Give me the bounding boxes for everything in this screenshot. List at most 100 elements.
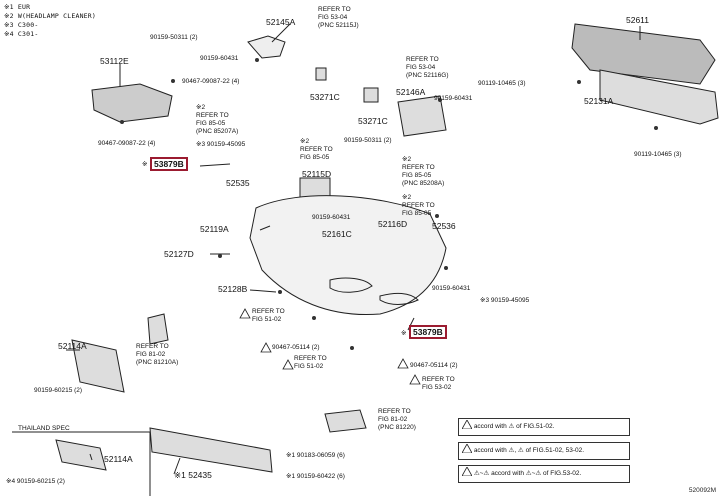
part-label-52435: ※1 52435 xyxy=(174,470,212,480)
leader-line xyxy=(249,289,277,293)
caution-note-row-2: accord with ⚠, ⚠ of FIG.51-02, 53-02. xyxy=(458,442,630,460)
caution-note-text-1: accord with ⚠ of FIG.51-02. xyxy=(473,423,555,430)
highlighted-part-53879B-a[interactable]: 53879B xyxy=(150,157,188,171)
refer-fig-81-02-b: REFER TO FIG 81-02 (PNC 81220) xyxy=(378,408,416,431)
leader-line xyxy=(89,453,93,461)
legend-note-3: ※3 C300- xyxy=(4,21,39,29)
part-label-52161C: 52161C xyxy=(322,229,352,239)
part-label-90119-10465-b: 90119-10465 (3) xyxy=(634,151,682,158)
bumper-fog-opening-right xyxy=(379,292,419,305)
part-label-90467-09087-22-a: 90467-09087-22 (4) xyxy=(182,78,240,85)
thailand-spec-heading: THAILAND SPEC xyxy=(18,425,70,432)
bolt xyxy=(435,214,439,218)
part-label-90159-45095-b: ※3 90159-45095 xyxy=(480,297,530,304)
part-label-90159-60215-b: ※4 90159-60215 (2) xyxy=(6,478,65,485)
part-label-90467-05114-a: 90467-05114 (2) xyxy=(272,344,320,351)
part-label-90159-60215-a: 90159-60215 (2) xyxy=(34,387,83,394)
part-label-90159-50311-b: 90159-50311 (2) xyxy=(344,137,392,144)
caution-triangle xyxy=(239,308,251,319)
bolt xyxy=(654,126,658,130)
part-label-52114A-b: 52114A xyxy=(104,454,133,464)
part-label-53271C-b: 53271C xyxy=(358,116,388,126)
figure-id: 520092M xyxy=(688,487,716,494)
leader-line xyxy=(199,163,231,167)
bolt xyxy=(278,290,282,294)
part-label-52131A: 52131A xyxy=(584,96,614,106)
caution-icon xyxy=(462,444,472,453)
caution-note-row-3: ⚠~⚠ accord with ⚠~⚠ of FIG.53-02. xyxy=(458,465,630,483)
part-label-52611: 52611 xyxy=(626,15,650,25)
bolt xyxy=(444,266,448,270)
mudguard-81210A xyxy=(147,313,169,345)
leader-line xyxy=(259,225,271,231)
part-label-90159-60431-d: 90159-60431 xyxy=(432,285,471,292)
under-cover-53112E xyxy=(91,83,173,123)
bolt xyxy=(120,120,124,124)
bolt xyxy=(438,98,442,102)
caution-icon xyxy=(462,420,472,429)
leader-line xyxy=(271,23,291,43)
highlighted-part-53879B-b[interactable]: 53879B xyxy=(409,325,447,339)
part-label-52536: 52536 xyxy=(432,221,456,231)
part-label-52145A: 52145A xyxy=(266,17,296,27)
refer-fig-53-02: REFER TO FIG 53-02 xyxy=(422,376,455,391)
clip-53271C-b xyxy=(363,87,379,103)
part-label-90467-09087-22-b: 90467-09087-22 (4) xyxy=(98,140,156,147)
part-label-90183-06059: ※1 90183-06059 (6) xyxy=(286,452,345,459)
part-label-53112E: 53112E xyxy=(100,56,129,66)
lower-spoiler-52435 xyxy=(149,427,273,473)
clip-53271C-a xyxy=(315,67,327,81)
part-label-90159-60431-b: 90159-60431 xyxy=(434,95,473,102)
bolt xyxy=(171,79,175,83)
part-label-53271C-a: 53271C xyxy=(310,92,340,102)
part-label-52127D: 52127D xyxy=(164,249,194,259)
refer-fig-51-02-a: REFER TO FIG 51-02 xyxy=(252,308,285,323)
retainer-52146A xyxy=(397,95,447,137)
caution-note-text-3: ⚠~⚠ accord with ⚠~⚠ of FIG.53-02. xyxy=(473,470,582,477)
bracket-52115D xyxy=(299,177,331,199)
part-label-90159-60422: ※1 90159-60422 (6) xyxy=(286,473,345,480)
bracket-52114A-a xyxy=(71,339,125,393)
refer-fig-81-02-a: REFER TO FIG 81-02 (PNC 81210A) xyxy=(136,343,179,366)
part-label-90467-05114-b: 90467-05114 (2) xyxy=(410,362,458,369)
leader-line xyxy=(173,457,181,475)
bolt xyxy=(577,80,581,84)
legend-note-1: ※1 EUR xyxy=(4,3,31,11)
highlight-prefix-a: ※ xyxy=(142,160,148,168)
caution-triangle xyxy=(282,359,294,370)
bolt xyxy=(312,316,316,320)
caution-icon xyxy=(462,467,472,476)
highlight-prefix-b: ※ xyxy=(401,329,407,337)
part-label-90159-60431-a: 90159-60431 xyxy=(200,55,239,62)
fog-lamp-81220 xyxy=(324,409,367,433)
bumper-cover-52119A xyxy=(249,195,447,316)
refer-fig-53-04-b: REFER TO FIG 53-04 (PNC 52116G) xyxy=(406,56,449,79)
caution-triangle xyxy=(397,358,409,369)
part-label-52535: 52535 xyxy=(226,178,250,188)
reinforcement-52131A xyxy=(599,69,719,125)
bolt xyxy=(350,346,354,350)
part-label-90159-50311: 90159-50311 (2) xyxy=(150,34,198,41)
caution-triangle xyxy=(409,374,421,385)
caution-note-text-2: accord with ⚠, ⚠ of FIG.51-02, 53-02. xyxy=(473,447,585,454)
bolt xyxy=(255,58,259,62)
part-label-52116D: 52116D xyxy=(378,219,408,229)
bumper-fog-opening-left xyxy=(329,277,373,293)
part-label-52115D: 52115D xyxy=(302,169,332,179)
leader-line xyxy=(12,431,151,496)
refer-fig-51-02-b: REFER TO FIG 51-02 xyxy=(294,355,327,370)
refer-fig-85-05-b: ※2 REFER TO FIG 85-05 xyxy=(300,138,333,161)
refer-fig-85-05-c: ※2 REFER TO FIG 85-05 (PNC 85208A) xyxy=(402,156,445,187)
refer-fig-85-05-a: ※2 REFER TO FIG 85-05 (PNC 85207A) xyxy=(196,104,239,135)
bracket-52145A xyxy=(247,35,286,59)
part-label-52146A: 52146A xyxy=(396,87,426,97)
part-label-90159-60431-c: 90159-60431 xyxy=(312,214,351,221)
part-label-90159-45095-a: ※3 90159-45095 xyxy=(196,141,246,148)
part-label-52119A: 52119A xyxy=(200,224,229,234)
energy-absorber-52611 xyxy=(571,23,716,85)
caution-triangle xyxy=(260,342,272,353)
refer-fig-85-05-d: ※2 REFER TO FIG 85-05 xyxy=(402,194,435,217)
part-label-52114A-a: 52114A xyxy=(58,341,87,351)
legend-note-2: ※2 W(HEADLAMP CLEANER) xyxy=(4,12,97,20)
